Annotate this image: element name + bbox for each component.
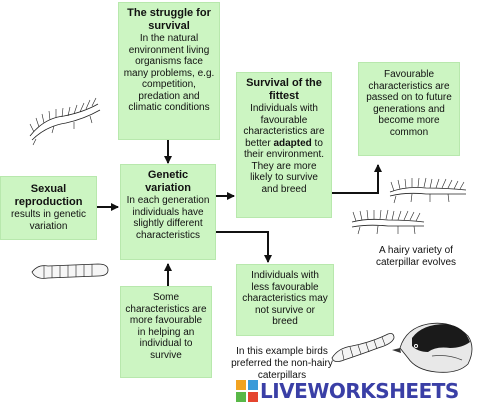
sexual-reproduction-box: Sexual reproduction results in genetic v… — [0, 176, 97, 240]
bird-illustration — [392, 322, 473, 373]
sexual-body: results in genetic variation — [10, 209, 87, 232]
struggle-box: The struggle for survival In the natural… — [118, 2, 220, 140]
some-body: Some characteristics are more favourable… — [125, 292, 207, 361]
survival-body: Individuals with favourable characterist… — [243, 103, 325, 195]
smooth-caterpillar-illustration-bottom — [331, 333, 395, 362]
hairy-caption: A hairy variety of caterpillar evolves — [375, 245, 457, 268]
smooth-caterpillar-illustration-left — [31, 263, 109, 279]
hairy-caterpillar-illustration-left — [29, 97, 101, 146]
genetic-variation-box: Genetic variation In each generation ind… — [120, 164, 216, 260]
favourable-passed-body: Favourable characteristics are passed on… — [366, 69, 452, 138]
less-favourable-box: Individuals with less favourable charact… — [236, 264, 334, 336]
arrow-survival-to-favourable — [332, 164, 382, 194]
liveworksheets-watermark: LIVEWORKSHEETS — [236, 377, 480, 405]
watermark-text: LIVEWORKSHEETS — [260, 379, 459, 403]
sexual-title: Sexual reproduction — [14, 183, 83, 208]
some-characteristics-box: Some characteristics are more favourable… — [120, 286, 212, 378]
less-body: Individuals with less favourable charact… — [242, 270, 328, 327]
liveworksheets-logo-icon — [236, 380, 258, 402]
genetic-title: Genetic variation — [145, 169, 191, 194]
struggle-body: In the natural environment living organi… — [123, 33, 215, 113]
survival-title: Survival of the fittest — [246, 77, 322, 102]
example-caption: In this example birds preferred the non-… — [231, 346, 333, 381]
arrow-genetic-to-less — [216, 231, 272, 263]
genetic-body: In each generation individuals have slig… — [126, 195, 210, 241]
hairy-caterpillar-illustration-right-top — [389, 177, 467, 204]
struggle-title: The struggle for survival — [127, 7, 211, 32]
hairy-caterpillar-illustration-right-bottom — [351, 209, 425, 235]
survival-box: Survival of the fittest Individuals with… — [236, 72, 332, 218]
favourable-passed-box: Favourable characteristics are passed on… — [358, 62, 460, 156]
